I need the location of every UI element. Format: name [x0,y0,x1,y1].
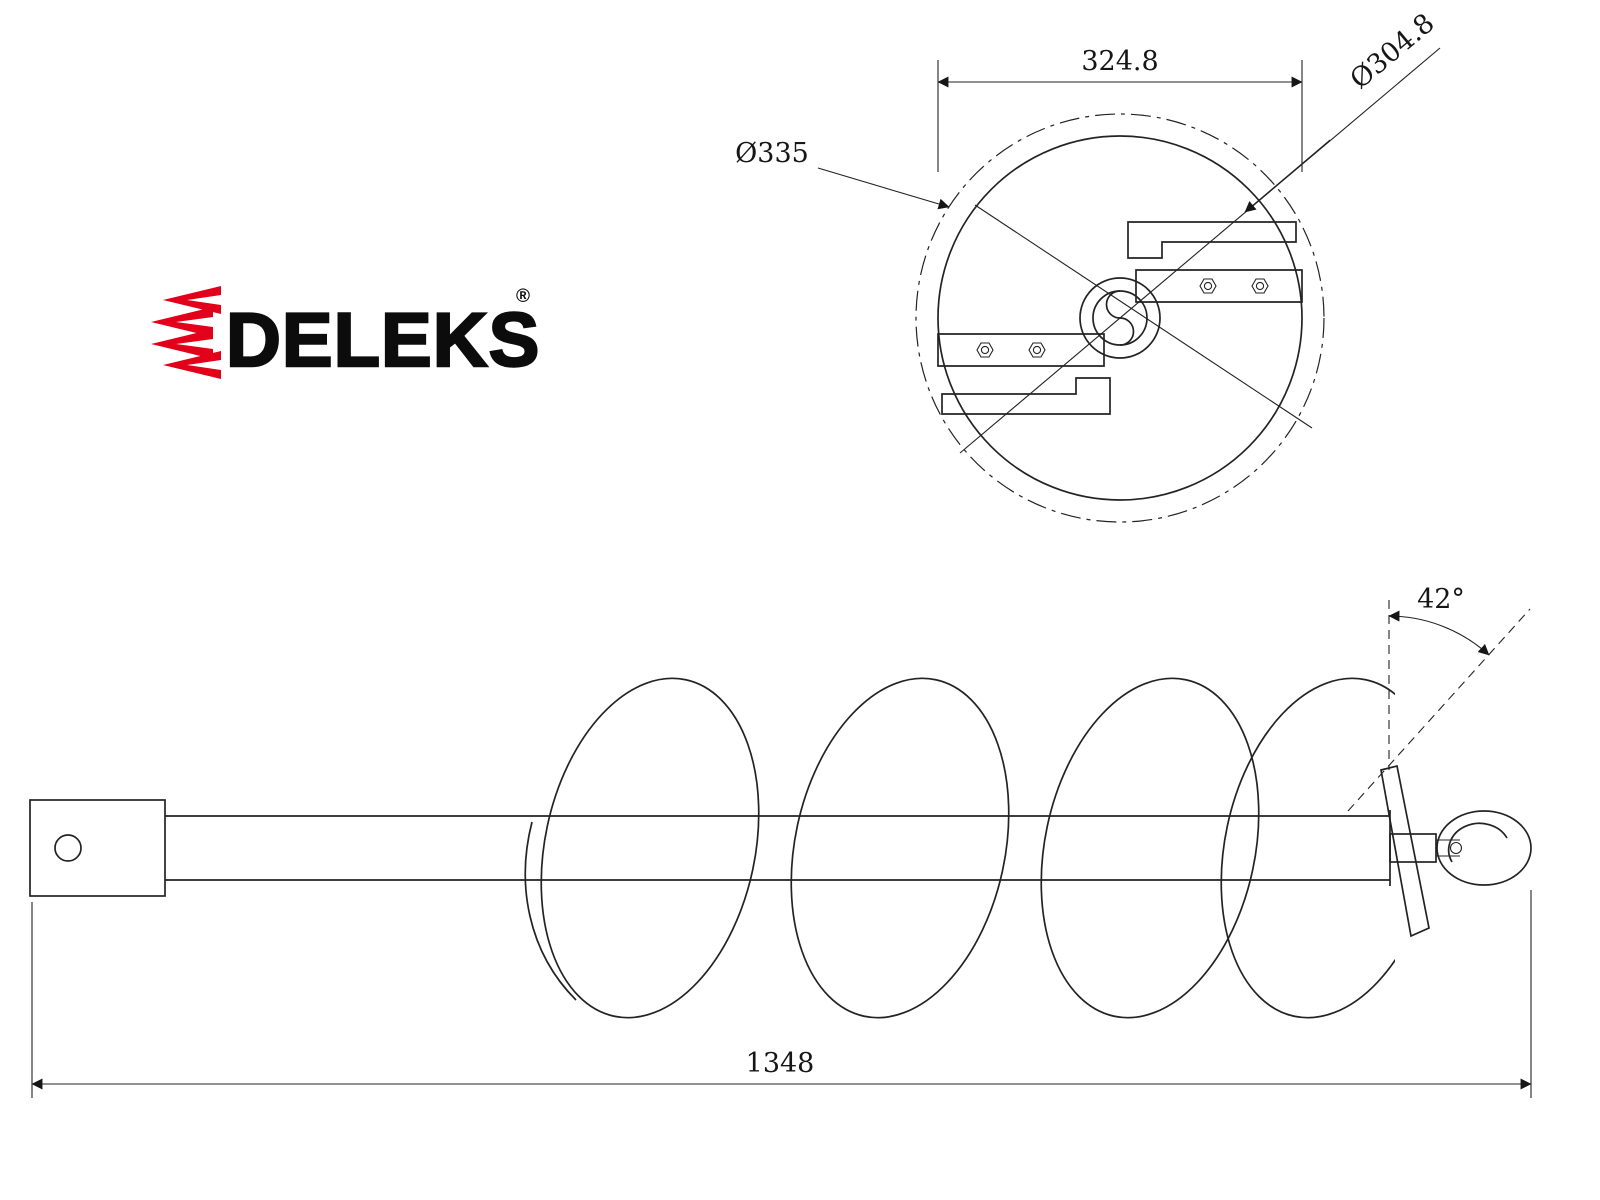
pilot-hub [1079,277,1161,359]
dimension-overall-length: 1348 [31,890,1532,1098]
lower-cutting-blade [941,377,1111,415]
width-dim-label: 324.8 [1081,46,1158,77]
length-dim-label: 1348 [746,1048,815,1079]
helical-flight [524,677,1395,1019]
outer-dia-label: Ø335 [735,138,809,169]
plate-bolts [976,278,1269,358]
tooth-angle-label: 42° [1417,584,1465,615]
dimension-tooth-angle: 42° [1347,584,1531,812]
diagonal-centerline-1 [959,47,1441,454]
diagonal-centerline-2 [974,204,1313,429]
auger-end-view: 324.8 Ø335 Ø304.8 [735,8,1441,523]
registered-mark: ® [516,286,530,307]
flight-start-edge [524,821,577,1001]
dimension-width: 324.8 [937,46,1303,172]
blade-dia-label: Ø304.8 [1344,8,1440,96]
cutting-tooth [1380,764,1430,938]
upper-cutting-blade [1127,221,1297,259]
dimension-outer-diameter: Ø335 [735,138,950,210]
outer-diameter-circle [915,113,1325,523]
pilot-hook [1389,810,1532,886]
deleks-logo: DELEKS ® [151,286,540,384]
pin-hole [54,834,82,862]
right-blade-plate [1135,269,1303,303]
left-blade-plate [937,333,1105,367]
blade-diameter-arrow [1244,139,1331,213]
deleks-tread-icon [151,286,221,379]
auger-side-view: 42° 1348 [29,584,1532,1098]
flight-circle [937,135,1303,501]
drive-tube [29,799,166,897]
brand-text: DELEKS [226,298,540,383]
